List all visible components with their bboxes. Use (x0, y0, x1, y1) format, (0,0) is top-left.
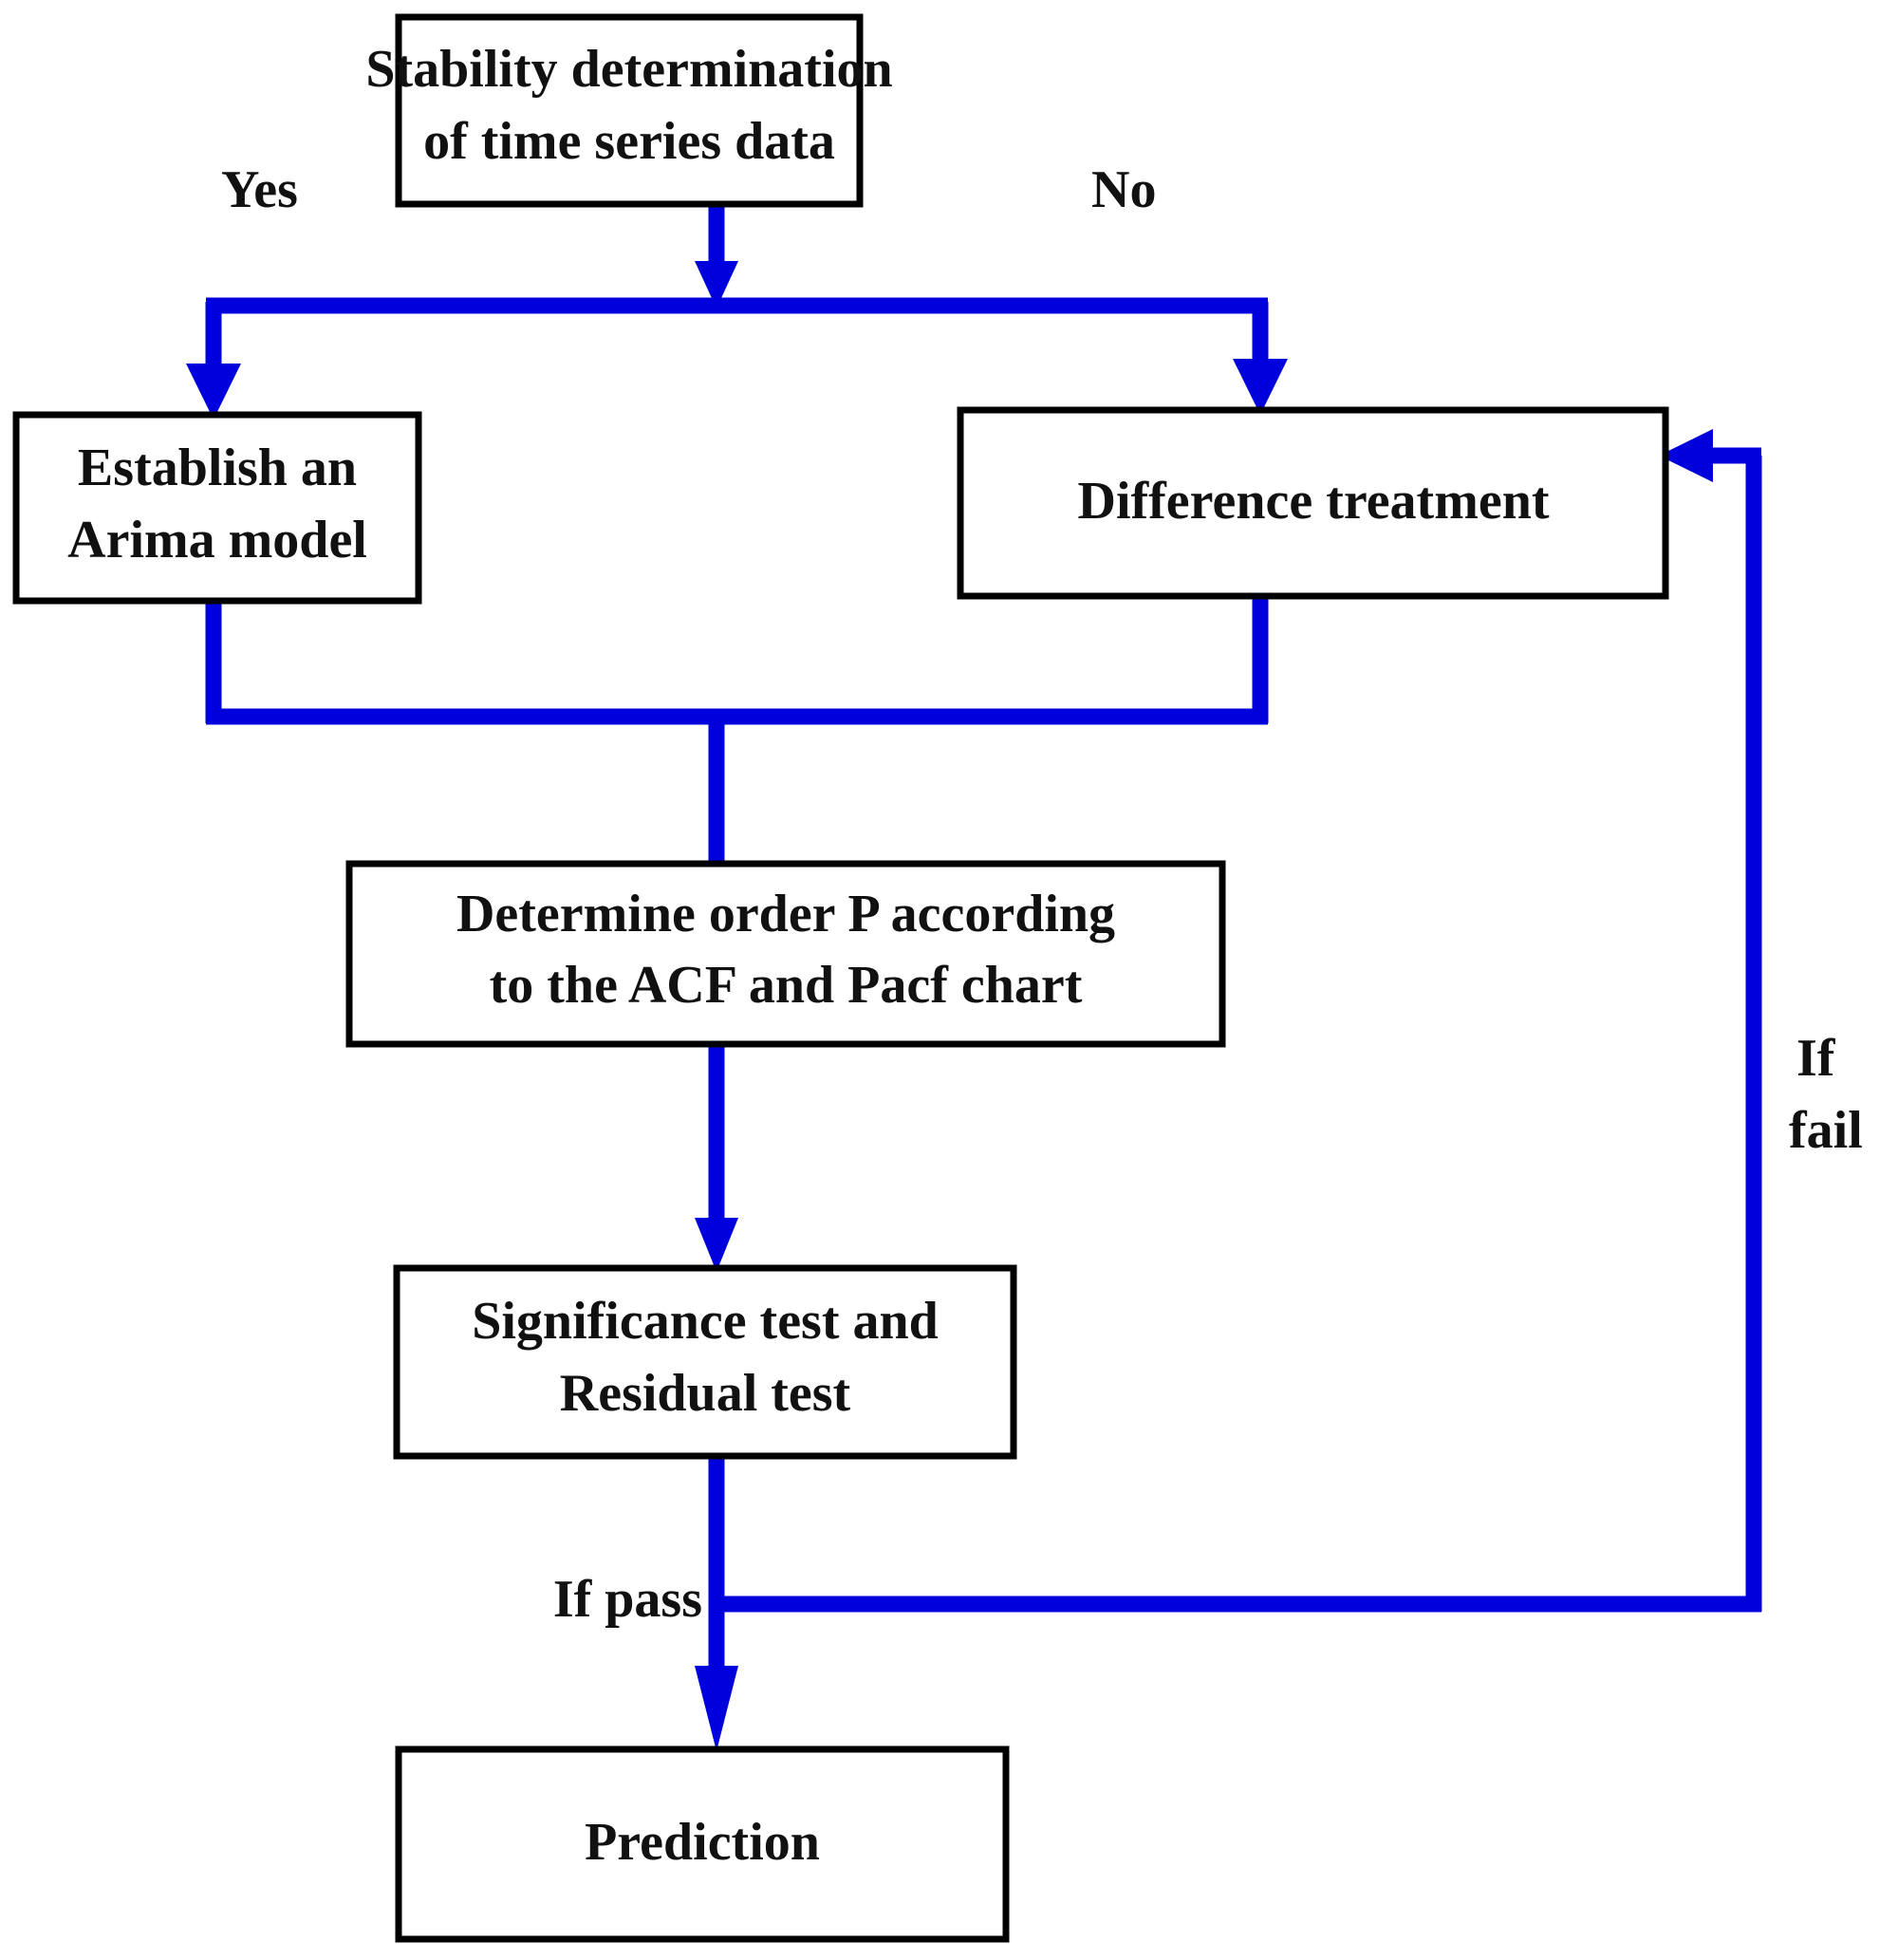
significance-residual-test-line-2: Residual test (560, 1364, 851, 1423)
edge-label-no: No (1091, 160, 1156, 219)
node-stability-determination[interactable]: Stability determination of time series d… (365, 13, 893, 208)
determine-order-line-1: Determine order P according (456, 885, 1115, 943)
prediction-label: Prediction (585, 1813, 820, 1872)
difference-treatment-box[interactable] (957, 406, 1669, 600)
establish-arima-model-line-1: Establish an (78, 439, 357, 497)
significance-residual-test-box[interactable] (393, 1264, 1017, 1460)
node-determine-order[interactable]: Determine order P according to the ACF a… (345, 860, 1226, 1048)
determine-order-box[interactable] (345, 860, 1226, 1048)
prediction-box[interactable] (395, 1745, 1010, 1943)
edge-stability-to-split-arrowhead (695, 261, 738, 308)
node-significance-residual-test[interactable]: Significance test and Residual test (393, 1264, 1017, 1460)
edge-order-to-tests (695, 1040, 738, 1272)
edge-ifpass-arrowhead (695, 1666, 738, 1751)
edge-no-arrowhead (1233, 359, 1288, 415)
edge-label-if-pass: If pass (553, 1570, 702, 1629)
edge-order-to-tests-arrowhead (695, 1218, 738, 1272)
difference-treatment-label: Difference treatment (1078, 472, 1550, 531)
stability-determination-box[interactable] (395, 13, 864, 208)
edge-label-if-fail-line-2: fail (1789, 1101, 1863, 1160)
edge-yes-to-arima (186, 302, 241, 420)
establish-arima-model-box[interactable] (12, 411, 422, 605)
stability-determination-line-2: of time series data (423, 112, 835, 171)
edge-iffail-into-difference (1659, 429, 1761, 482)
edge-label-yes: Yes (221, 160, 298, 219)
node-establish-arima-model[interactable]: Establish an Arima model (12, 411, 422, 605)
edge-label-if-fail-line-1: If (1796, 1029, 1836, 1088)
establish-arima-model-line-2: Arima model (67, 511, 367, 569)
node-difference-treatment[interactable]: Difference treatment (957, 406, 1669, 600)
edge-yes-arrowhead (186, 364, 241, 420)
node-prediction[interactable]: Prediction (395, 1745, 1010, 1943)
edge-stability-to-split (695, 202, 738, 308)
determine-order-line-2: to the ACF and Pacf chart (490, 956, 1083, 1015)
edge-no-to-difference (1233, 302, 1288, 415)
edge-iffail-arrowhead (1659, 429, 1713, 482)
edge-ifpass-to-prediction (695, 1666, 738, 1751)
significance-residual-test-line-1: Significance test and (472, 1292, 939, 1351)
stability-determination-line-1: Stability determination (365, 40, 892, 99)
